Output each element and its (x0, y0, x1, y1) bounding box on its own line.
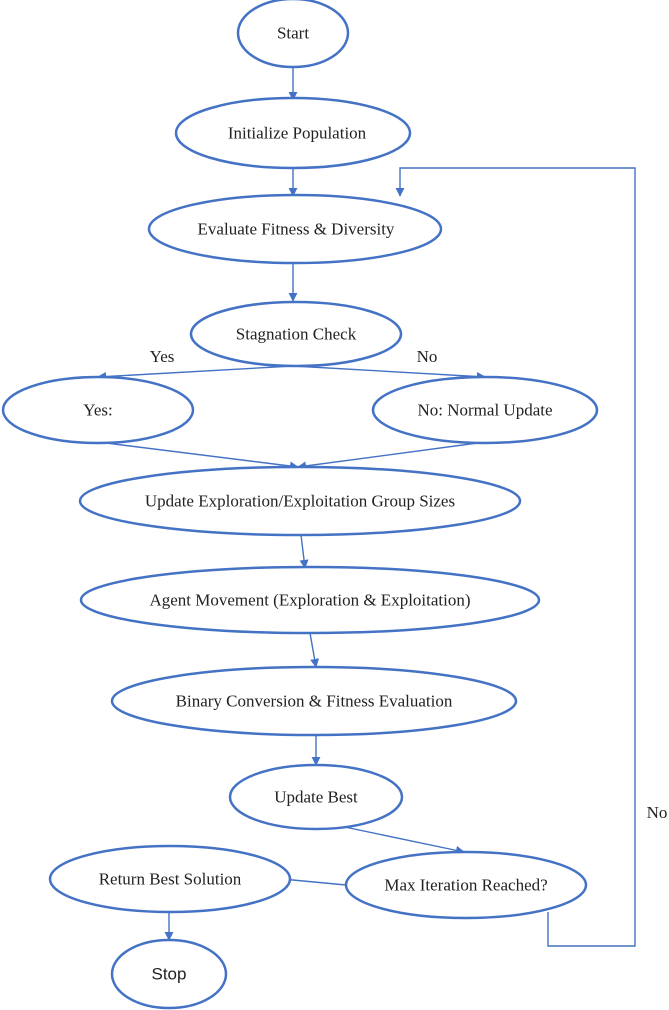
node-return-best-solution-label: Return Best Solution (99, 870, 242, 889)
edge-stagnation-no (292, 365, 486, 382)
node-update-best: Update Best (228, 763, 404, 831)
node-return-best-solution: Return Best Solution (48, 844, 292, 914)
node-yes-branch-label: Yes: (83, 401, 112, 420)
node-stop: Stop (110, 938, 228, 1010)
node-agent-movement-label: Agent Movement (Exploration & Exploitati… (149, 591, 470, 610)
node-no-branch-label: No: Normal Update (417, 401, 552, 420)
node-stagnation-check-label: Stagnation Check (236, 325, 357, 344)
edge-label-yes: Yes (150, 347, 175, 366)
node-evaluate-fitness: Evaluate Fitness & Diversity (147, 193, 443, 265)
node-start-label: Start (277, 24, 309, 43)
node-initialize-population: Initialize Population (174, 96, 412, 170)
node-update-best-label: Update Best (274, 788, 358, 807)
node-stagnation-check: Stagnation Check (189, 300, 403, 368)
node-max-iteration-label: Max Iteration Reached? (384, 876, 547, 895)
edge-no-update-groups (297, 441, 486, 471)
node-initialize-population-label: Initialize Population (228, 124, 367, 143)
node-stop-label: Stop (152, 965, 187, 984)
node-no-branch: No: Normal Update (371, 375, 599, 445)
edge-stagnation-yes (97, 365, 294, 382)
edge-maxiter-returnbest (281, 875, 347, 886)
node-start: Start (236, 0, 350, 69)
node-binary-conversion: Binary Conversion & Fitness Evaluation (110, 665, 518, 737)
node-binary-conversion-label: Binary Conversion & Fitness Evaluation (176, 692, 453, 711)
node-evaluate-fitness-label: Evaluate Fitness & Diversity (198, 220, 395, 239)
edge-yes-update-groups (97, 441, 299, 471)
edge-groups-movement (299, 534, 309, 569)
node-max-iteration: Max Iteration Reached? (344, 850, 588, 920)
edge-label-loop-no: No (647, 803, 668, 822)
node-update-group-sizes-label: Update Exploration/Exploitation Group Si… (145, 492, 455, 511)
edge-loop-back (395, 167, 636, 947)
edge-label-no: No (417, 347, 438, 366)
node-update-group-sizes: Update Exploration/Exploitation Group Si… (78, 465, 522, 537)
node-yes-branch: Yes: (1, 375, 195, 445)
edge-movement-binary (309, 632, 320, 668)
node-agent-movement: Agent Movement (Exploration & Exploitati… (79, 565, 541, 635)
